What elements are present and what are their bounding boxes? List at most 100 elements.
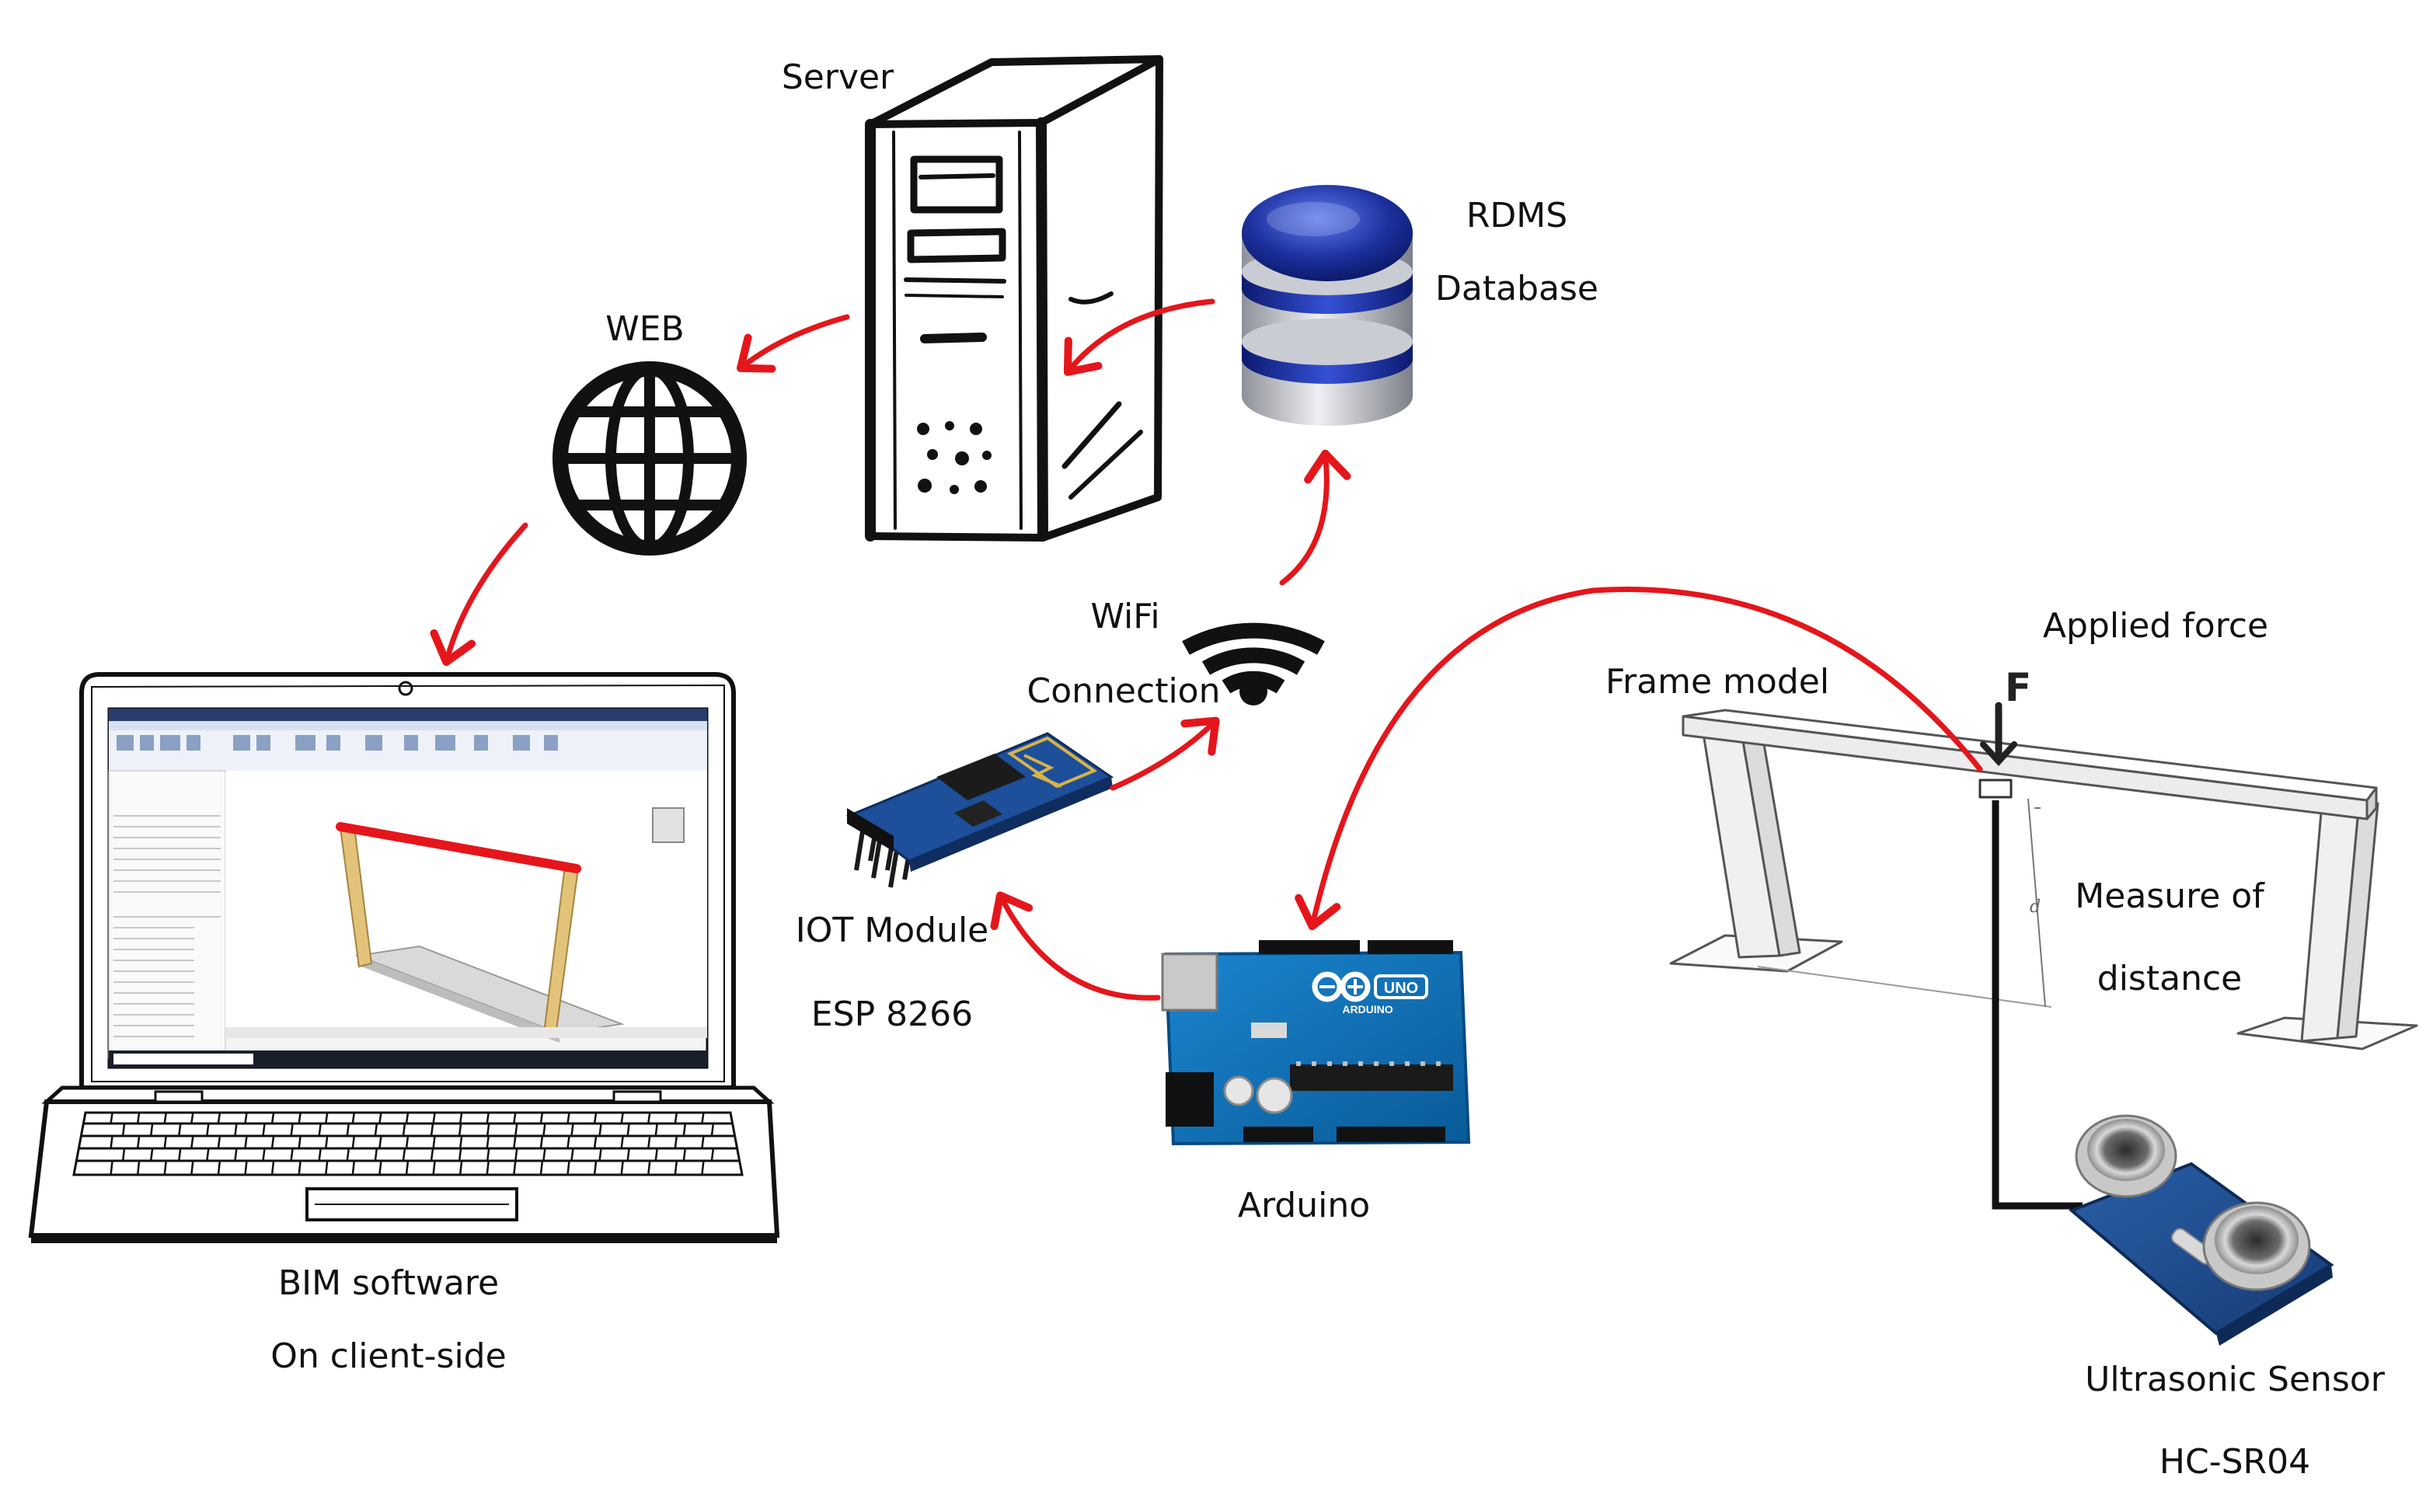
keyboard-key-divider xyxy=(234,1123,238,1137)
keyboard-key-divider xyxy=(262,1148,266,1162)
keyboard-key-divider xyxy=(378,1160,382,1176)
keyboard-key-divider xyxy=(405,1135,410,1149)
database-icon xyxy=(1242,185,1413,426)
keyboard-key-divider xyxy=(514,1123,518,1137)
keyboard-key-divider xyxy=(190,1160,194,1176)
keyboard-key-divider xyxy=(486,1123,490,1137)
keyboard-key-divider xyxy=(346,1123,350,1137)
sensor-transducer-left xyxy=(2075,1114,2177,1198)
keyboard-key-divider xyxy=(217,1160,221,1176)
keyboard-key-divider xyxy=(701,1160,705,1176)
keyboard-key-divider xyxy=(318,1123,322,1137)
keyboard-key-divider xyxy=(163,1135,167,1149)
arduino-board-image: UNO ARDUINO xyxy=(1161,940,1471,1146)
keyboard-key-divider xyxy=(486,1160,490,1176)
web-label: WEB xyxy=(605,309,685,349)
server-label: Server xyxy=(781,57,894,97)
keyboard-key-divider xyxy=(402,1148,406,1162)
globe-icon xyxy=(552,361,747,556)
esp8266-label: ESP 8266 xyxy=(810,995,974,1034)
keyboard-key-divider xyxy=(351,1135,356,1149)
keyboard-key-divider xyxy=(647,1160,651,1176)
ultrasonic-sensor-label: Ultrasonic Sensor xyxy=(2085,1360,2385,1399)
keyboard-key-divider xyxy=(458,1148,462,1162)
keyboard-key-divider xyxy=(570,1123,574,1137)
keyboard-key-divider xyxy=(163,1160,167,1176)
keyboard-key-divider xyxy=(432,1135,436,1149)
keyboard-key-divider xyxy=(620,1112,624,1124)
database-label: Database xyxy=(1435,269,1598,308)
keyboard-key-divider xyxy=(593,1135,598,1149)
keyboard-key-divider xyxy=(163,1112,167,1124)
keyboard-key-divider xyxy=(298,1112,302,1124)
keyboard-key-divider xyxy=(674,1135,678,1149)
bim-software-screen xyxy=(108,709,707,1068)
keyboard-key-divider xyxy=(405,1160,410,1176)
keyboard-key-divider xyxy=(539,1135,544,1149)
keyboard-key-divider xyxy=(149,1148,154,1162)
wifi-label: WiFi xyxy=(1090,597,1160,636)
keyboard-key-divider xyxy=(270,1160,275,1176)
wifi-icon xyxy=(1182,622,1325,705)
keyboard-key-divider xyxy=(430,1123,434,1137)
keyboard-key-divider xyxy=(178,1123,182,1137)
keyboard-key-divider xyxy=(513,1135,517,1149)
force-symbol: F xyxy=(2005,665,2031,710)
keyboard-key-divider xyxy=(513,1160,517,1176)
keyboard-key-divider xyxy=(593,1160,598,1176)
arrow-database-to-server xyxy=(1063,298,1215,376)
keyboard-key-divider xyxy=(325,1135,329,1149)
keyboard-key-divider xyxy=(682,1148,687,1162)
keyboard-key-divider xyxy=(674,1112,678,1124)
flow-arrows xyxy=(430,298,1983,1001)
keyboard-key-divider xyxy=(298,1160,302,1176)
server-icon xyxy=(865,55,1163,542)
keyboard-key-divider xyxy=(378,1135,382,1149)
keyboard-key-divider xyxy=(318,1148,322,1162)
keyboard-key-divider xyxy=(710,1123,715,1137)
keyboard-key-divider xyxy=(149,1123,154,1137)
keyboard-key-divider xyxy=(486,1135,490,1149)
arrow-frame-to-arduino xyxy=(1295,587,1983,931)
esp8266-module-image xyxy=(845,732,1114,888)
keyboard-key-divider xyxy=(486,1148,490,1162)
keyboard-key-divider xyxy=(190,1112,194,1124)
keyboard-key-divider xyxy=(566,1112,570,1124)
arrow-esp-to-wifi xyxy=(1110,716,1220,791)
connection-label: Connection xyxy=(1027,671,1221,711)
keyboard-key-divider xyxy=(432,1160,436,1176)
arrow-server-to-web xyxy=(736,314,850,373)
distance-symbol: d xyxy=(2030,897,2041,917)
keyboard-key-divider xyxy=(325,1160,329,1176)
keyboard-key-divider xyxy=(110,1135,113,1149)
keyboard-key-divider xyxy=(270,1112,275,1124)
keyboard-key-divider xyxy=(136,1160,141,1176)
keyboard-key-divider xyxy=(190,1135,194,1149)
keyboard-key-divider xyxy=(647,1135,651,1149)
sensor-transducer-right xyxy=(2202,1201,2311,1291)
keyboard-key-divider xyxy=(626,1148,630,1162)
hc-sr04-label: HC-SR04 xyxy=(2159,1442,2311,1482)
keyboard-key-divider xyxy=(178,1148,182,1162)
keyboard-key-divider xyxy=(244,1160,248,1176)
rdms-label: RDMS xyxy=(1466,196,1568,235)
client-side-label: On client-side xyxy=(270,1336,507,1376)
keyboard-key-divider xyxy=(217,1112,221,1124)
frame-model-label: Frame model xyxy=(1605,662,1830,702)
keyboard-key-divider xyxy=(620,1160,624,1176)
arduino-board-marking: ARDUINO xyxy=(1342,1003,1393,1016)
sensor-wire xyxy=(1992,800,2083,1210)
keyboard-key-divider xyxy=(542,1123,546,1137)
keyboard-key-divider xyxy=(374,1148,378,1162)
keyboard-key-divider xyxy=(710,1148,715,1162)
keyboard-key-divider xyxy=(110,1112,113,1124)
keyboard-key-divider xyxy=(542,1148,546,1162)
keyboard-key-divider xyxy=(593,1112,598,1124)
keyboard-key-divider xyxy=(290,1123,294,1137)
keyboard-key-divider xyxy=(654,1148,658,1162)
keyboard-key-divider xyxy=(244,1135,248,1149)
keyboard-key-divider xyxy=(374,1123,378,1137)
keyboard-key-divider xyxy=(458,1123,462,1137)
